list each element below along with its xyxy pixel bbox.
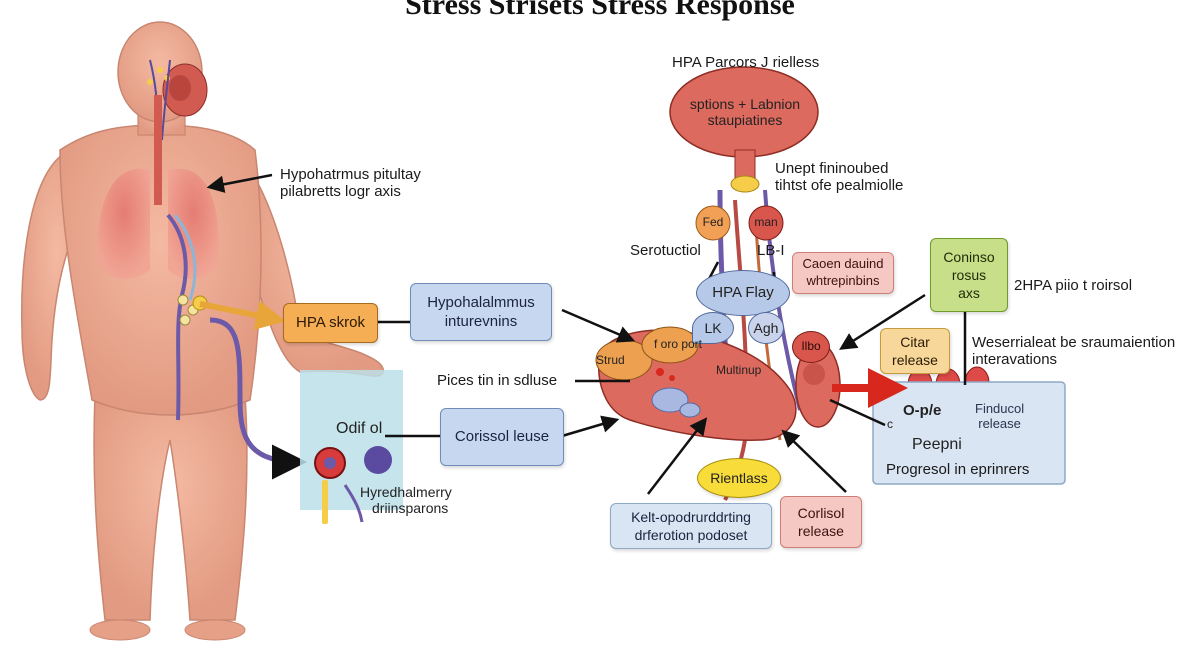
multinup-label: Multinup [716, 363, 762, 377]
lb1-label: LB-I [757, 242, 785, 259]
corissol-leuse-box: Corissol leuse [440, 408, 564, 466]
ilbo-node: Ilbo [792, 331, 830, 363]
man-node-label: man [754, 215, 778, 230]
hyredhalmerry-label: Hyredhalmerry driinsparons [360, 484, 452, 517]
cell-inset-panel [300, 370, 403, 510]
rientass-node: Rientlass [697, 458, 781, 498]
finducol-label: Finducol release [975, 401, 1025, 431]
hypothalamus-pituitary-label: Hypohatrmus pitultay pilabretts logr axi… [280, 166, 421, 201]
pices-label: Pices tin in sdluse [437, 372, 558, 389]
lk-node: LK [692, 312, 734, 344]
strud-label: Strud [596, 353, 625, 367]
hpa-skrok-box: HPA skrok [283, 303, 378, 343]
foro-port-label: f oro port [653, 337, 703, 351]
cell-cluster-icon [314, 446, 392, 524]
diagram-title: Stress Strisets Stress Response [405, 0, 795, 21]
hpa-factors-label: HPA Parcors J rielless [672, 54, 820, 71]
orange-pointer-arrow [199, 300, 286, 331]
o-ple-label: O-p/e [903, 402, 942, 419]
wesseri-label: Weserrialeat be sraumaiention interavati… [972, 334, 1176, 369]
info-panel [872, 381, 1066, 485]
progresol-label: Progresol in eprinrers [886, 461, 1030, 478]
two-hpa-label: 2HPA piio t roirsol [1014, 277, 1133, 294]
top-blob-label: sptions + Labnion staupiatines [689, 96, 801, 129]
hpa-organ-complex [595, 66, 990, 501]
odif-ol-label: Odif ol [336, 420, 383, 437]
c-label: c [887, 417, 893, 431]
hpa-flay-node: HPA Flay [696, 270, 790, 316]
peepni-label: Peepni [912, 436, 962, 453]
human-body-figure [21, 21, 384, 641]
unept-label: Unept fininoubed tihtst ofe pealmiolle [775, 160, 904, 195]
fed-node-label: Fed [702, 215, 724, 230]
agh-node: Agh [748, 312, 784, 344]
serotuction-label: Serotuctiol [630, 242, 701, 259]
